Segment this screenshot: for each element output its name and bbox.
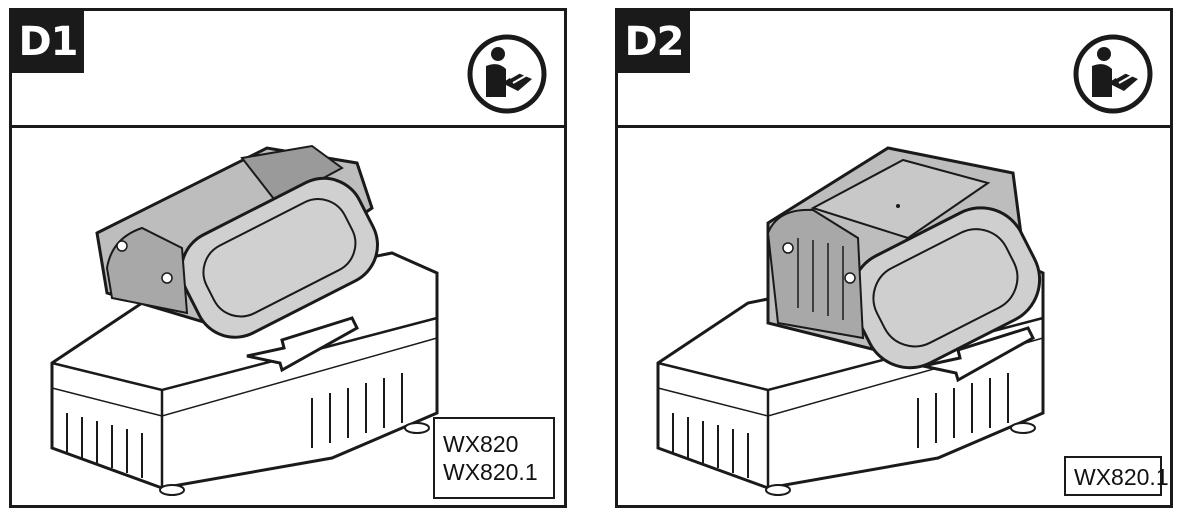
model-number-box: WX820 WX820.1 — [433, 417, 555, 499]
panel-d1: D1 WX820 WX820.1 — [9, 8, 567, 508]
battery-pack — [766, 146, 1042, 370]
read-manual-icon — [466, 33, 548, 115]
read-manual-icon — [1072, 33, 1154, 115]
step-label: D2 — [618, 11, 690, 73]
slide-arrow-icon — [922, 326, 1035, 383]
charger-battery-illustration — [12, 144, 564, 505]
battery-pack — [95, 144, 379, 339]
charger-battery-illustration — [618, 146, 1170, 505]
model-number: WX820.1 — [443, 459, 538, 485]
slide-arrow-icon — [246, 316, 359, 373]
panel-d2: D2 WX820.1 — [615, 8, 1173, 508]
panel-header: D1 — [12, 11, 564, 128]
panel-header: D2 — [618, 11, 1170, 128]
model-number-box: WX820.1 — [1064, 456, 1169, 496]
model-number: WX820 — [443, 431, 519, 457]
step-label: D1 — [12, 11, 84, 73]
model-number: WX820.1 — [1074, 464, 1169, 490]
